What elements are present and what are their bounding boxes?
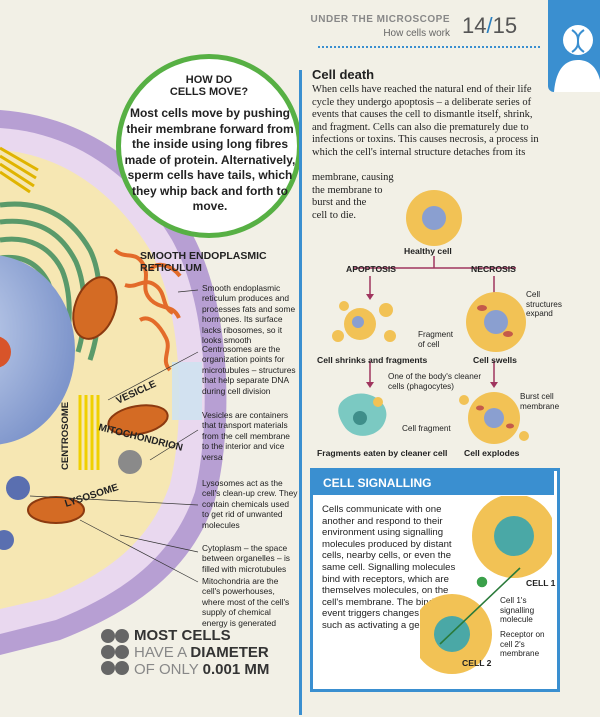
person-dna-icon [554, 25, 600, 92]
ser-text: Smooth endoplasmic reticulum produces an… [202, 283, 296, 346]
cells-icon [101, 629, 129, 675]
cell-death-heading: Cell death [312, 67, 375, 82]
cytoplasm-text: Cytoplasm – the space between organelles… [202, 543, 290, 574]
cell-signalling-text: Cells communicate with one another and r… [322, 504, 465, 631]
vesicle [118, 450, 142, 474]
swell-label: Cell swells [473, 355, 517, 365]
receptor-label: Receptor on cell 2's membrane [500, 630, 545, 659]
cell-illustration: VESICLE CENTROSOME MITOCHONDRION LYSOSOM… [0, 110, 227, 655]
burst-membrane-label: Burst cell membrane [520, 392, 560, 411]
signalling-diagram [420, 496, 552, 674]
shrink-label: Cell shrinks and fragments [317, 355, 428, 365]
page-number: 14/15 [462, 13, 518, 38]
mitochondria [27, 276, 169, 524]
vesicle-text: Vesicles are containers that transport m… [202, 410, 290, 462]
vesicle-cluster [172, 362, 202, 420]
microtubule-bundle [0, 146, 39, 194]
bubble-text: Most cells move by pushing their membran… [124, 106, 296, 213]
healthy-cell-label: Healthy cell [404, 246, 452, 256]
centrosome [78, 395, 100, 470]
explodes-label: Cell explodes [464, 448, 520, 458]
cell-1-label: CELL 1 [526, 578, 556, 588]
nucleolus [0, 336, 11, 368]
lysosome [0, 530, 14, 550]
exploding-cell [459, 392, 529, 444]
structures-expand-label: Cell structures expand [526, 290, 562, 319]
swelling-cell [466, 292, 526, 352]
eaten-label: Fragments eaten by cleaner cell [317, 448, 448, 458]
shrinking-cell [332, 301, 396, 342]
necrosis-label: NECROSIS [471, 264, 516, 274]
fact-box: MOST CELLS HAVE A DIAMETER OF ONLY 0.001… [134, 627, 270, 678]
header-divider [318, 46, 540, 48]
centrosome-text: Centrosomes are the organization points … [202, 344, 296, 396]
lysosome-text: Lysosomes act as the cell's clean-up cre… [202, 478, 298, 530]
lysosome [6, 476, 30, 500]
chapter-badge [548, 0, 600, 92]
nucleus [0, 255, 75, 445]
cell-2-label: CELL 2 [462, 658, 492, 668]
cell-death-text: When cells have reached the natural end … [312, 84, 539, 158]
cell-signalling-heading: CELL SIGNALLING [313, 471, 554, 495]
column-divider [299, 70, 302, 715]
info-bubble [116, 54, 302, 238]
signal-molecule-label: Cell 1's signalling molecule [500, 596, 535, 625]
smooth-er [113, 248, 182, 372]
apoptosis-label: APOPTOSIS [346, 264, 396, 274]
label-centrosome: CENTROSOME [60, 402, 71, 470]
signalling-molecule [475, 575, 489, 589]
section-subtitle: How cells work [383, 28, 450, 39]
mitochondria-text: Mitochondria are the cell's powerhouses,… [202, 576, 290, 628]
phagocyte [338, 393, 387, 436]
section-title: UNDER THE MICROSCOPE [310, 14, 450, 25]
phagocyte-label: One of the body's cleaner cells (phagocy… [388, 372, 482, 391]
cell-fragment-label: Cell fragment [402, 424, 451, 433]
cell-death-diagram [332, 190, 529, 444]
fragment-label: Fragment of cell [418, 330, 454, 349]
